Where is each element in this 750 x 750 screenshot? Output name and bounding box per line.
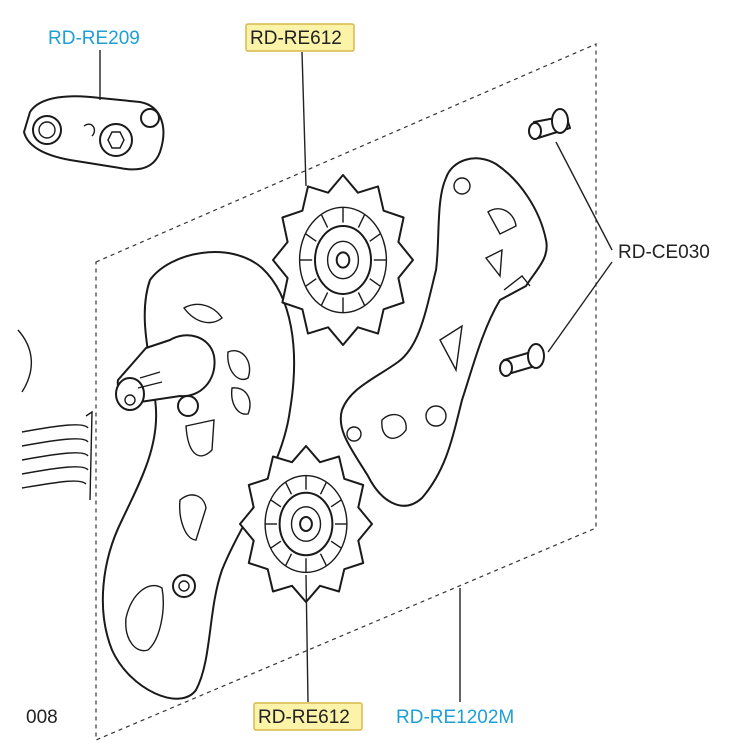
pulley-bore [335, 251, 351, 269]
pulley-spoke [270, 540, 282, 549]
pulley-spoke [330, 499, 342, 508]
pulley-ring [326, 240, 360, 280]
pulley-lower [239, 445, 373, 603]
spring-fragment [17, 329, 93, 501]
leader-bolt-upper [555, 141, 613, 251]
pulley-spoke [320, 292, 329, 306]
label-top-pulley: RD-RE612 [250, 28, 342, 49]
pulley-spoke [270, 499, 282, 508]
leader-bolt-lower [547, 261, 613, 353]
assembly-dashed-outline [95, 43, 597, 741]
pulley-spoke [304, 233, 317, 242]
pulley-spoke [319, 481, 328, 495]
pulley-ring [290, 506, 322, 542]
cage-outer-plate [339, 157, 548, 507]
pulley-spoke [357, 214, 366, 228]
pulley-spoke [357, 292, 366, 306]
pulley-upper [272, 174, 414, 346]
link-part-rd-re209 [23, 95, 165, 171]
pulley-spoke [369, 278, 382, 287]
pulley-bore [299, 516, 313, 532]
label-rd-re209: RD-RE209 [48, 28, 140, 49]
label-edge-fragment: 008 [26, 707, 58, 728]
label-bottom-pulley: RD-RE612 [258, 707, 350, 728]
label-bolts: RD-CE030 [618, 242, 710, 263]
label-cage-set: RD-RE1202M [396, 707, 514, 728]
pulley-spoke [284, 553, 293, 567]
bolt-upper [528, 108, 571, 140]
bolt-lower [499, 343, 545, 377]
pulley-spoke [330, 540, 342, 549]
pulley-spoke [319, 553, 328, 567]
pulley-spoke [304, 278, 317, 287]
pulley-spoke [320, 214, 329, 228]
leader-top-pulley [301, 51, 307, 187]
highlight-bottom-pulley-label [253, 702, 363, 731]
pulley-spoke [284, 481, 293, 495]
highlight-top-pulley-label [245, 23, 355, 52]
pulley-spoke [369, 233, 382, 242]
cage-inner-plate [101, 251, 296, 700]
leader-bottom-pulley [305, 574, 309, 703]
